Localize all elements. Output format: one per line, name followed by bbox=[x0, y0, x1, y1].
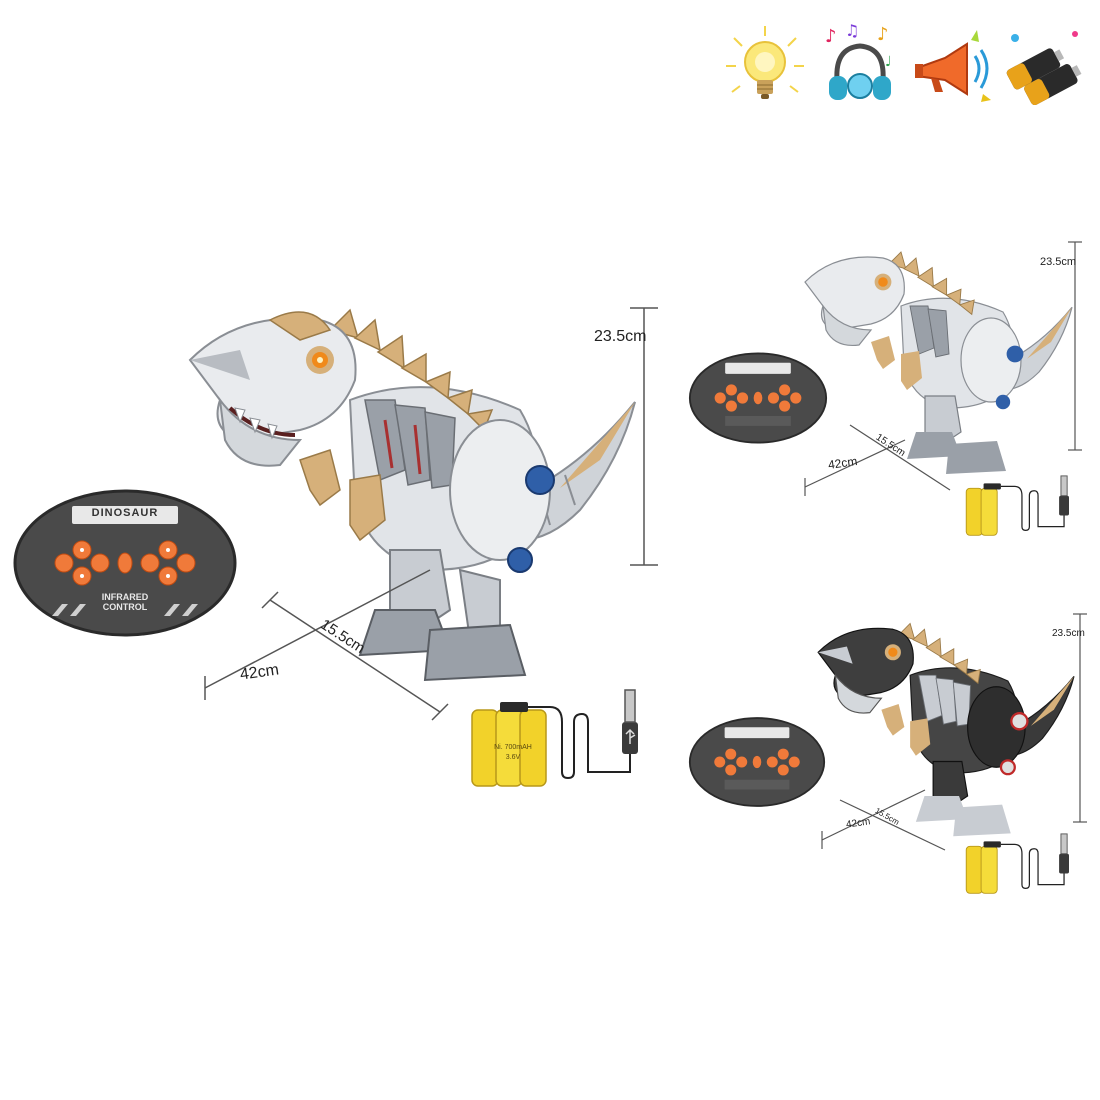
main-battery-pack: Ni. 700mAH 3.6V bbox=[470, 682, 680, 792]
variant-black-dinosaur bbox=[817, 622, 1075, 837]
music-headphones-icon: ♪ ♫ ♪ ♩ bbox=[825, 21, 892, 100]
svg-text:♫: ♫ bbox=[845, 21, 859, 40]
main-remote-brand: DINOSAUR bbox=[91, 507, 159, 519]
main-battery-text-voltage: 3.6V bbox=[505, 754, 521, 761]
battery-icon bbox=[1006, 31, 1082, 106]
megaphone-sound-icon bbox=[915, 30, 991, 102]
variant-white-battery-pack bbox=[965, 475, 1069, 536]
variant-black-height-label: 23.5cm bbox=[1052, 628, 1085, 639]
main-robot-dinosaur bbox=[188, 308, 636, 682]
variant-white-height-label: 23.5cm bbox=[1040, 256, 1077, 268]
svg-text:♪: ♪ bbox=[877, 24, 889, 45]
variant-white-dinosaur bbox=[804, 251, 1073, 474]
svg-text:♩: ♩ bbox=[885, 54, 892, 70]
variant-black-battery-pack bbox=[965, 833, 1069, 894]
svg-text:♪: ♪ bbox=[825, 26, 837, 47]
variant-white-remote-control bbox=[688, 350, 828, 446]
main-battery-text-capacity: Ni. 700mAH bbox=[494, 744, 532, 751]
variant-black-remote-control bbox=[688, 714, 826, 810]
main-remote-control: DINOSAUR INFRARED CONTROL bbox=[12, 488, 238, 638]
main-remote-label-control: CONTROL bbox=[102, 602, 148, 612]
light-bulb-icon bbox=[726, 26, 804, 99]
main-height-label: 23.5cm bbox=[594, 328, 647, 345]
main-remote-label-infrared: INFRARED bbox=[101, 592, 149, 602]
feature-icons-row: ♪ ♫ ♪ ♩ bbox=[720, 20, 1090, 120]
